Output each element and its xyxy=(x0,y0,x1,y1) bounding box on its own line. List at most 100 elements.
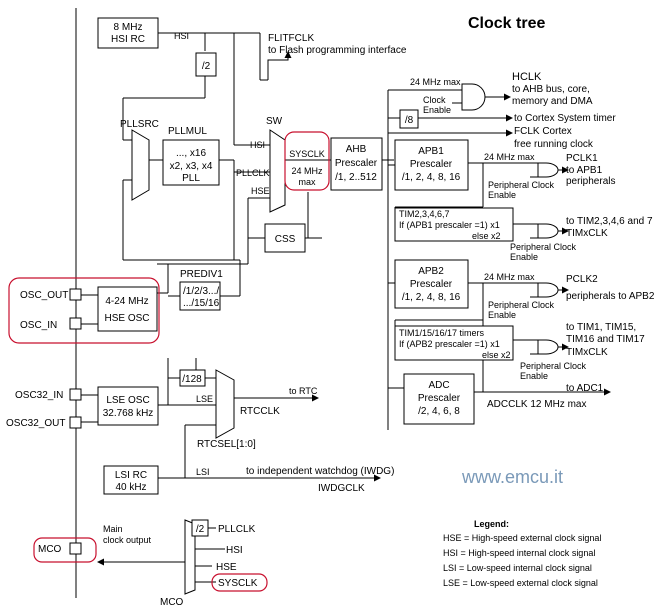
timx1-desc: to TIM2,3,4,6 and 7 xyxy=(566,216,653,227)
legend-item: LSI = Low-speed internal clock signal xyxy=(443,563,592,573)
div2-block: /2 xyxy=(195,52,217,77)
pclk2-label: PCLK2 xyxy=(566,274,598,285)
prediv1-block: PREDIV1 /1/2/3.../ .../15/16 xyxy=(179,269,223,311)
pllsrc-mux: PLLSRC xyxy=(120,119,159,201)
prediv1-div1: /1/2/3.../ xyxy=(183,286,219,297)
pclk1-desc1: to APB1 xyxy=(566,165,603,176)
pclk1-gate: 24 MHz max PCLK1 to APB1 peripherals Per… xyxy=(484,152,615,200)
clock-enable-label1: Clock xyxy=(423,95,446,105)
osc-in-pin: OSC_IN xyxy=(20,320,57,331)
hclk-desc2: memory and DMA xyxy=(512,96,593,107)
periph-enable-3b: Enable xyxy=(488,310,516,320)
wires xyxy=(75,8,611,598)
sysclk-box: SYSCLK 24 MHz max xyxy=(284,131,330,191)
flitfclk-desc: to Flash programming interface xyxy=(268,45,407,56)
div2-label: /2 xyxy=(202,61,211,72)
tim-apb2-rule2: else x2 xyxy=(482,350,511,360)
diagram-title: Clock tree xyxy=(468,15,545,32)
osc-out-pin: OSC_OUT xyxy=(20,290,68,301)
tim-apb2-rule1: If (APB2 prescaler =1) x1 xyxy=(399,339,500,349)
ahb-label: AHB xyxy=(346,144,367,155)
apb1-prescaler: APB1 Prescaler /1, 2, 4, 8, 16 xyxy=(394,139,469,191)
apb1-max-freq: 24 MHz max xyxy=(484,152,535,162)
hse-osc-label: HSE OSC xyxy=(104,313,149,324)
legend-item: LSE = Low-speed external clock signal xyxy=(443,578,598,588)
timx1-label: TIMxCLK xyxy=(566,228,608,239)
css-label: CSS xyxy=(275,234,296,245)
lsi-rc-freq: 40 kHz xyxy=(115,482,146,493)
rtc-mux: LSE to RTC RTCCLK RTCSEL[1:0] xyxy=(196,369,318,450)
timx2-label: TIMxCLK xyxy=(566,347,608,358)
apb2-divisors: /1, 2, 4, 8, 16 xyxy=(402,292,461,303)
pclk2-desc: peripherals to APB2 xyxy=(566,291,655,302)
periph-enable-2a: Peripheral Clock xyxy=(510,242,577,252)
pll-block: ..., x16 x2, x3, x4 PLL PLLMUL xyxy=(162,126,220,186)
pclk1-label: PCLK1 xyxy=(566,153,598,164)
pclk1-desc2: peripherals xyxy=(566,176,615,187)
ahb-prescaler-word: Prescaler xyxy=(335,158,378,169)
lsi-rc-label: LSI RC xyxy=(115,470,147,481)
legend: Legend: HSE = High-speed external clock … xyxy=(443,519,601,588)
sysclk-max-word: max xyxy=(298,177,316,187)
mco-pin: MCO xyxy=(38,544,62,555)
flitfclk-label: FLITFCLK xyxy=(268,33,314,44)
rtcclk-label: RTCCLK xyxy=(240,406,280,417)
div128-block: /128 xyxy=(179,369,206,387)
adc-prescaler: ADC Prescaler /2, 4, 6, 8 to ADC1 ADCCLK… xyxy=(403,373,604,425)
apb2-prescaler-word: Prescaler xyxy=(410,279,453,290)
hse-osc-freq: 4-24 MHz xyxy=(105,296,148,307)
lse-osc-label: LSE OSC xyxy=(106,395,149,406)
timx2-gate: to TIM1, TIM15, TIM16 and TIM17 TIMxCLK … xyxy=(520,322,645,381)
ahb-max-freq: 24 MHz max xyxy=(410,77,461,87)
mco-hse-label: HSE xyxy=(216,562,237,573)
pllmul-label: PLLMUL xyxy=(168,126,207,137)
legend-item: HSE = High-speed external clock signal xyxy=(443,533,601,543)
ahb-divisors: /1, 2..512 xyxy=(335,172,377,183)
sw-mux: SW HSI PLLCLK HSE xyxy=(236,116,286,213)
hse-osc-block: 4-24 MHz HSE OSC xyxy=(97,286,158,332)
apb2-prescaler: APB2 Prescaler /1, 2, 4, 8, 16 xyxy=(394,259,469,309)
hclk-label: HCLK xyxy=(512,71,542,83)
timx2-desc2: TIM16 and TIM17 xyxy=(566,334,645,345)
legend-item: HSI = High-speed internal clock signal xyxy=(443,548,595,558)
timx2-desc1: to TIM1, TIM15, xyxy=(566,322,636,333)
div8-block: /8 to Cortex System timer FCLK Cortex fr… xyxy=(399,109,616,150)
prediv1-label: PREDIV1 xyxy=(180,269,223,280)
apb1-label: APB1 xyxy=(418,146,444,157)
sysclk-max-freq: 24 MHz xyxy=(291,166,323,176)
hclk-desc1: to AHB bus, core, xyxy=(512,84,590,95)
periph-enable-4a: Peripheral Clock xyxy=(520,361,587,371)
hsi-rc-label: HSI RC xyxy=(111,34,145,45)
pllclk-sw-label: PLLCLK xyxy=(236,168,270,178)
lse-osc-freq: 32.768 kHz xyxy=(103,408,154,419)
lsi-line-label: LSI xyxy=(196,467,210,477)
rtcsel-label: RTCSEL[1:0] xyxy=(197,439,256,450)
fclk-label: FCLK Cortex xyxy=(514,126,572,137)
css-block: CSS xyxy=(264,223,306,253)
adc-divisors: /2, 4, 6, 8 xyxy=(418,406,460,417)
legend-title: Legend: xyxy=(474,519,509,529)
adcclk-label: ADCCLK 12 MHz max xyxy=(487,399,586,410)
fclk-desc: free running clock xyxy=(514,139,594,150)
sw-label: SW xyxy=(266,116,283,127)
timx1-gate: to TIM2,3,4,6 and 7 TIMxCLK Peripheral C… xyxy=(510,216,653,262)
adc-prescaler-word: Prescaler xyxy=(418,393,461,404)
tim-apb2-title: TIM1/15/16/17 timers xyxy=(399,328,485,338)
sysclk-label: SYSCLK xyxy=(289,149,325,159)
pclk2-gate: 24 MHz max PCLK2 peripherals to APB2 Per… xyxy=(484,272,655,320)
to-adc1-label: to ADC1 xyxy=(566,383,604,394)
pllsrc-label: PLLSRC xyxy=(120,119,159,130)
periph-enable-4b: Enable xyxy=(520,371,548,381)
tim-apb1-rule1: If (APB1 prescaler =1) x1 xyxy=(399,220,500,230)
hse-sw-label: HSE xyxy=(251,186,270,196)
hsi-top-label: HSI xyxy=(174,31,189,41)
hsi-sw-label: HSI xyxy=(250,140,265,150)
mco-div2-label: /2 xyxy=(196,524,205,535)
apb1-prescaler-word: Prescaler xyxy=(410,159,453,170)
pll-mult-line2: x2, x3, x4 xyxy=(170,161,213,172)
mco-main-label2: clock output xyxy=(103,535,152,545)
tim-apb1-title: TIM2,3,4,6,7 xyxy=(399,209,450,219)
periph-enable-1b: Enable xyxy=(488,190,516,200)
hsi-rc-block: 8 MHz HSI RC xyxy=(97,17,159,49)
